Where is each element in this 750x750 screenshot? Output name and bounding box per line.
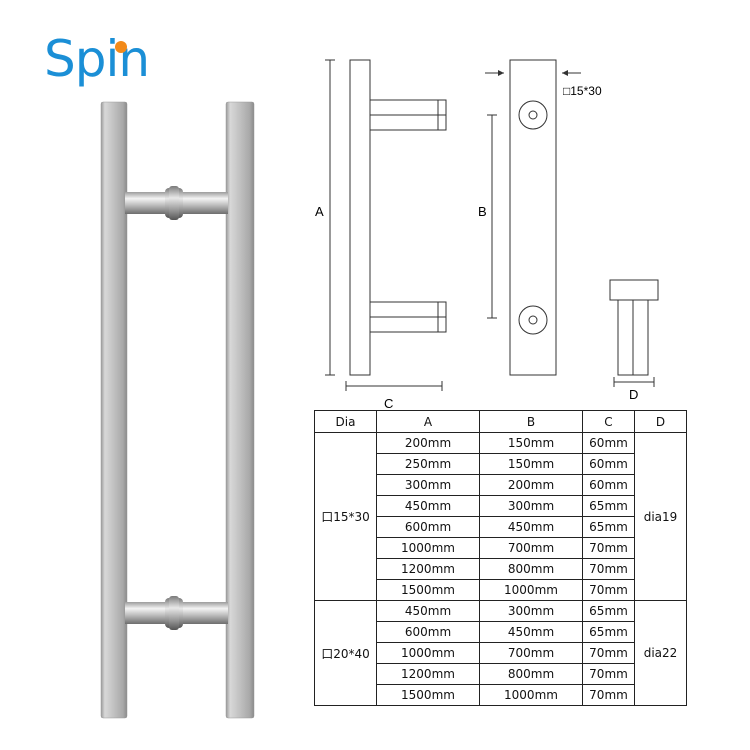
dimension-label-c: C bbox=[384, 396, 394, 411]
cell-c: 65mm bbox=[582, 621, 635, 643]
cell-b: 300mm bbox=[479, 600, 583, 622]
brand-logo: Spin bbox=[44, 30, 150, 88]
left-bar bbox=[100, 101, 128, 719]
table-row: 口20*40 450mm 300mm 65mm dia22 bbox=[314, 600, 687, 706]
cell-b: 150mm bbox=[479, 432, 583, 454]
cell-a: 200mm bbox=[376, 432, 480, 454]
cell-c: 70mm bbox=[582, 558, 635, 580]
dimension-label-d: D bbox=[629, 387, 639, 402]
cell-a: 300mm bbox=[376, 474, 480, 496]
cell-b: 200mm bbox=[479, 474, 583, 496]
header-a: A bbox=[376, 410, 480, 433]
cell-c: 65mm bbox=[582, 516, 635, 538]
cell-c: 60mm bbox=[582, 432, 635, 454]
profile-label: □15*30 bbox=[563, 84, 602, 98]
cell-a: 450mm bbox=[376, 600, 480, 622]
right-bar bbox=[225, 101, 255, 719]
cell-a: 1200mm bbox=[376, 663, 480, 685]
header-d: D bbox=[634, 410, 687, 433]
cell-a: 450mm bbox=[376, 495, 480, 517]
cell-b: 1000mm bbox=[479, 684, 583, 706]
cell-b: 800mm bbox=[479, 663, 583, 685]
cell-a: 1000mm bbox=[376, 537, 480, 559]
cell-c: 70mm bbox=[582, 642, 635, 664]
cell-a: 1200mm bbox=[376, 558, 480, 580]
header-c: C bbox=[582, 410, 635, 433]
cell-b: 1000mm bbox=[479, 579, 583, 601]
header-dia: Dia bbox=[314, 410, 377, 433]
table-row: 口15*30 200mm 150mm 60mm dia19 bbox=[314, 432, 687, 601]
dia-cell: 口15*30 bbox=[314, 432, 377, 601]
table-header-row: Dia A B C D bbox=[314, 410, 687, 433]
table-row: 450mm 300mm 65mm bbox=[315, 495, 687, 517]
cell-b: 800mm bbox=[479, 558, 583, 580]
table-row: 1500mm 1000mm 70mm bbox=[315, 684, 687, 706]
cell-a: 250mm bbox=[376, 453, 480, 475]
product-photo bbox=[100, 101, 255, 719]
cell-c: 70mm bbox=[582, 663, 635, 685]
cell-c: 60mm bbox=[582, 474, 635, 496]
dia-cell: 口20*40 bbox=[314, 600, 377, 706]
cell-b: 700mm bbox=[479, 642, 583, 664]
cell-a: 600mm bbox=[376, 621, 480, 643]
d-cell: dia22 bbox=[634, 600, 687, 706]
cell-a: 1500mm bbox=[376, 684, 480, 706]
table-row: 1000mm 700mm 70mm bbox=[315, 537, 687, 559]
logo-dot bbox=[115, 41, 127, 53]
table-row: 1200mm 800mm 70mm bbox=[315, 663, 687, 685]
cell-c: 70mm bbox=[582, 684, 635, 706]
cell-a: 600mm bbox=[376, 516, 480, 538]
cell-b: 450mm bbox=[479, 516, 583, 538]
cell-c: 70mm bbox=[582, 579, 635, 601]
header-b: B bbox=[479, 410, 583, 433]
logo-text: Spin bbox=[44, 30, 150, 88]
technical-drawings bbox=[325, 59, 659, 391]
cell-c: 70mm bbox=[582, 537, 635, 559]
cell-c: 65mm bbox=[582, 600, 635, 622]
cell-a: 1000mm bbox=[376, 642, 480, 664]
dimension-label-a: A bbox=[315, 204, 324, 219]
table-row: 300mm 200mm 60mm bbox=[315, 474, 687, 496]
cell-b: 700mm bbox=[479, 537, 583, 559]
d-cell: dia19 bbox=[634, 432, 687, 601]
cell-b: 150mm bbox=[479, 453, 583, 475]
cell-c: 60mm bbox=[582, 453, 635, 475]
table-row: 1200mm 800mm 70mm bbox=[315, 558, 687, 580]
dimension-label-b: B bbox=[478, 204, 487, 219]
cell-b: 300mm bbox=[479, 495, 583, 517]
spec-table: Dia A B C D 口15*30 200mm 150mm 60mm dia1… bbox=[314, 410, 687, 706]
cell-c: 65mm bbox=[582, 495, 635, 517]
cell-b: 450mm bbox=[479, 621, 583, 643]
table-row: 600mm 450mm 65mm bbox=[315, 516, 687, 538]
cell-a: 1500mm bbox=[376, 579, 480, 601]
